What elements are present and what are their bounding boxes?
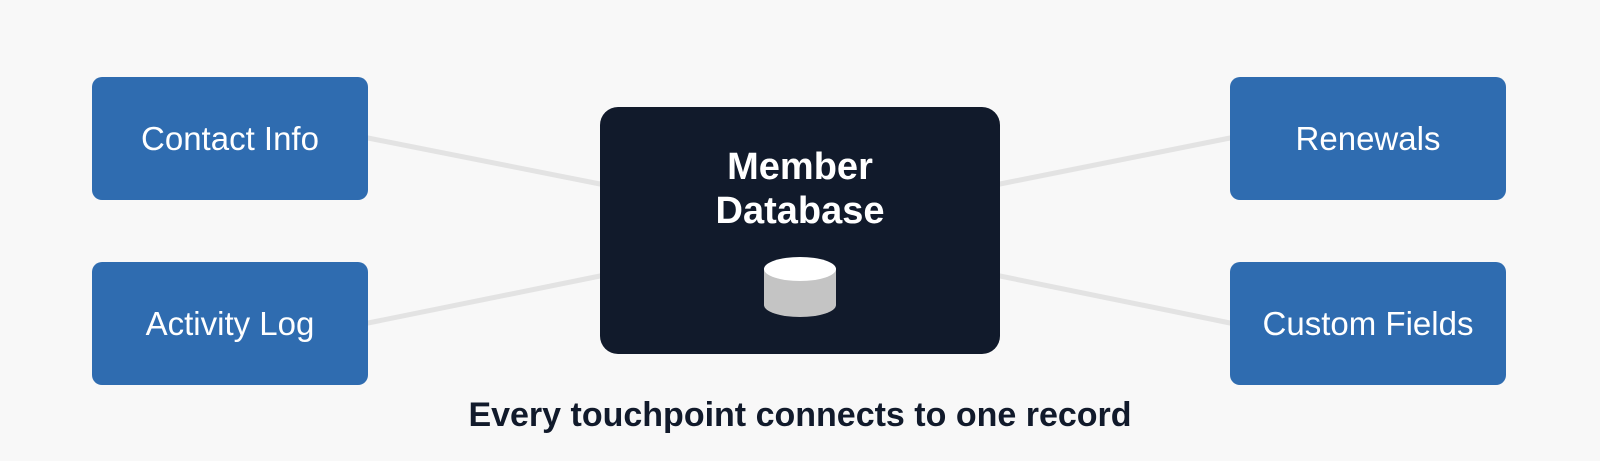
connector-contact-info [365, 135, 603, 187]
hub-member-database: Member Database [600, 107, 1000, 354]
node-renewals: Renewals [1230, 77, 1506, 200]
node-label: Activity Log [145, 304, 315, 342]
node-custom-fields: Custom Fields [1230, 262, 1506, 385]
node-label: Renewals [1295, 119, 1441, 157]
connector-renewals [997, 135, 1233, 187]
node-label: Custom Fields [1262, 304, 1474, 342]
node-activity-log: Activity Log [92, 262, 368, 385]
connector-custom-fields [997, 273, 1233, 326]
hub-title: Member Database [715, 146, 885, 232]
node-contact-info: Contact Info [92, 77, 368, 200]
connector-activity-log [365, 273, 603, 326]
database-cylinder-icon [764, 257, 836, 317]
node-label: Contact Info [141, 119, 319, 157]
diagram-caption: Every touchpoint connects to one record [468, 396, 1132, 434]
